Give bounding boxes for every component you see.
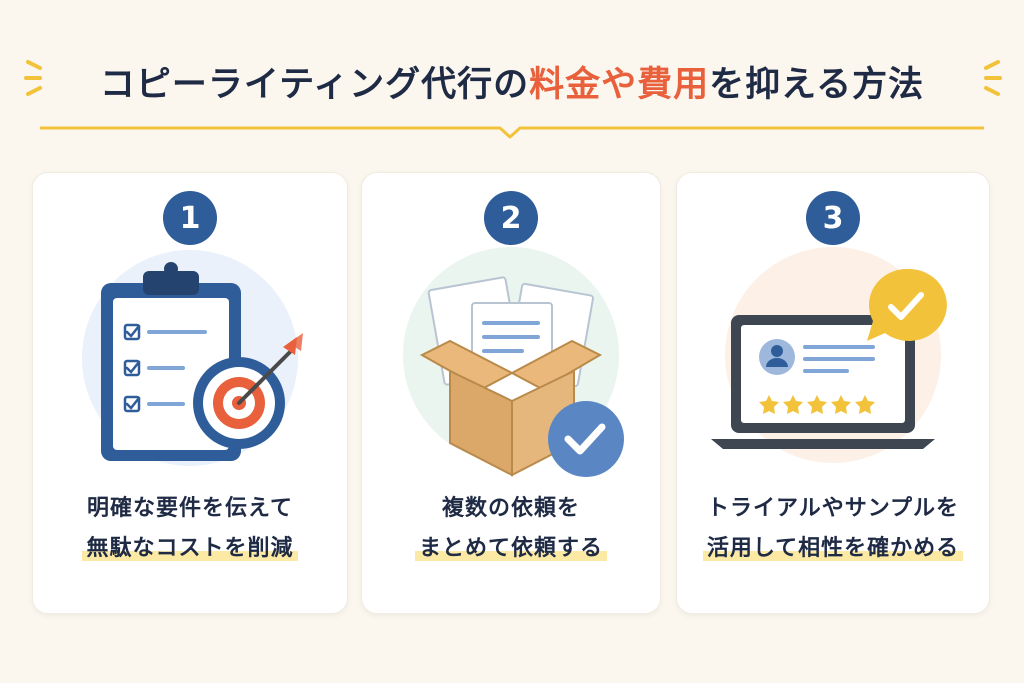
sparkle-right-icon bbox=[984, 60, 1002, 96]
sparkle-left-icon bbox=[24, 60, 42, 96]
step-number-badge: 2 bbox=[484, 191, 538, 245]
step-number-badge: 3 bbox=[806, 191, 860, 245]
clipboard-target-illustration bbox=[82, 250, 303, 466]
title-accent: 料金や費用 bbox=[529, 65, 710, 105]
step-card-2: 2 複数の依頼を まとめて依頼する bbox=[361, 172, 661, 614]
title-part-2: を抑える方法 bbox=[709, 65, 925, 105]
check-badge-icon bbox=[548, 401, 624, 477]
caption-line-1: トライアルやサンプルを bbox=[706, 496, 960, 521]
title-area: コピーライティング代行の料金や費用を抑える方法 bbox=[0, 48, 1024, 139]
step-caption: 明確な要件を伝えて 無駄なコストを削減 bbox=[33, 489, 347, 569]
page-title: コピーライティング代行の料金や費用を抑える方法 bbox=[0, 56, 1024, 107]
step-number-badge: 1 bbox=[163, 191, 217, 245]
step-card-3: 3 トライアルやサンプルを 活用して相性を確かめる bbox=[676, 172, 990, 614]
caption-line-2-highlight: まとめて依頼する bbox=[414, 536, 607, 561]
speech-check-bubble-icon bbox=[867, 268, 947, 341]
caption-line-2-highlight: 活用して相性を確かめる bbox=[702, 536, 964, 561]
title-part-1: コピーライティング代行の bbox=[99, 65, 530, 105]
step-caption: 複数の依頼を まとめて依頼する bbox=[362, 489, 660, 569]
laptop-review-illustration bbox=[711, 247, 947, 463]
target-arrow-icon bbox=[193, 333, 303, 449]
title-divider bbox=[40, 126, 984, 139]
step-caption: トライアルやサンプルを 活用して相性を確かめる bbox=[677, 489, 989, 569]
step-card-1: 1 明確な要件を伝えて bbox=[32, 172, 348, 614]
caption-line-1: 明確な要件を伝えて bbox=[87, 496, 293, 521]
rating-stars-icon bbox=[759, 395, 875, 414]
caption-line-1: 複数の依頼を bbox=[441, 496, 580, 521]
caption-line-2-highlight: 無駄なコストを削減 bbox=[82, 536, 298, 561]
box-documents-illustration bbox=[403, 247, 624, 477]
